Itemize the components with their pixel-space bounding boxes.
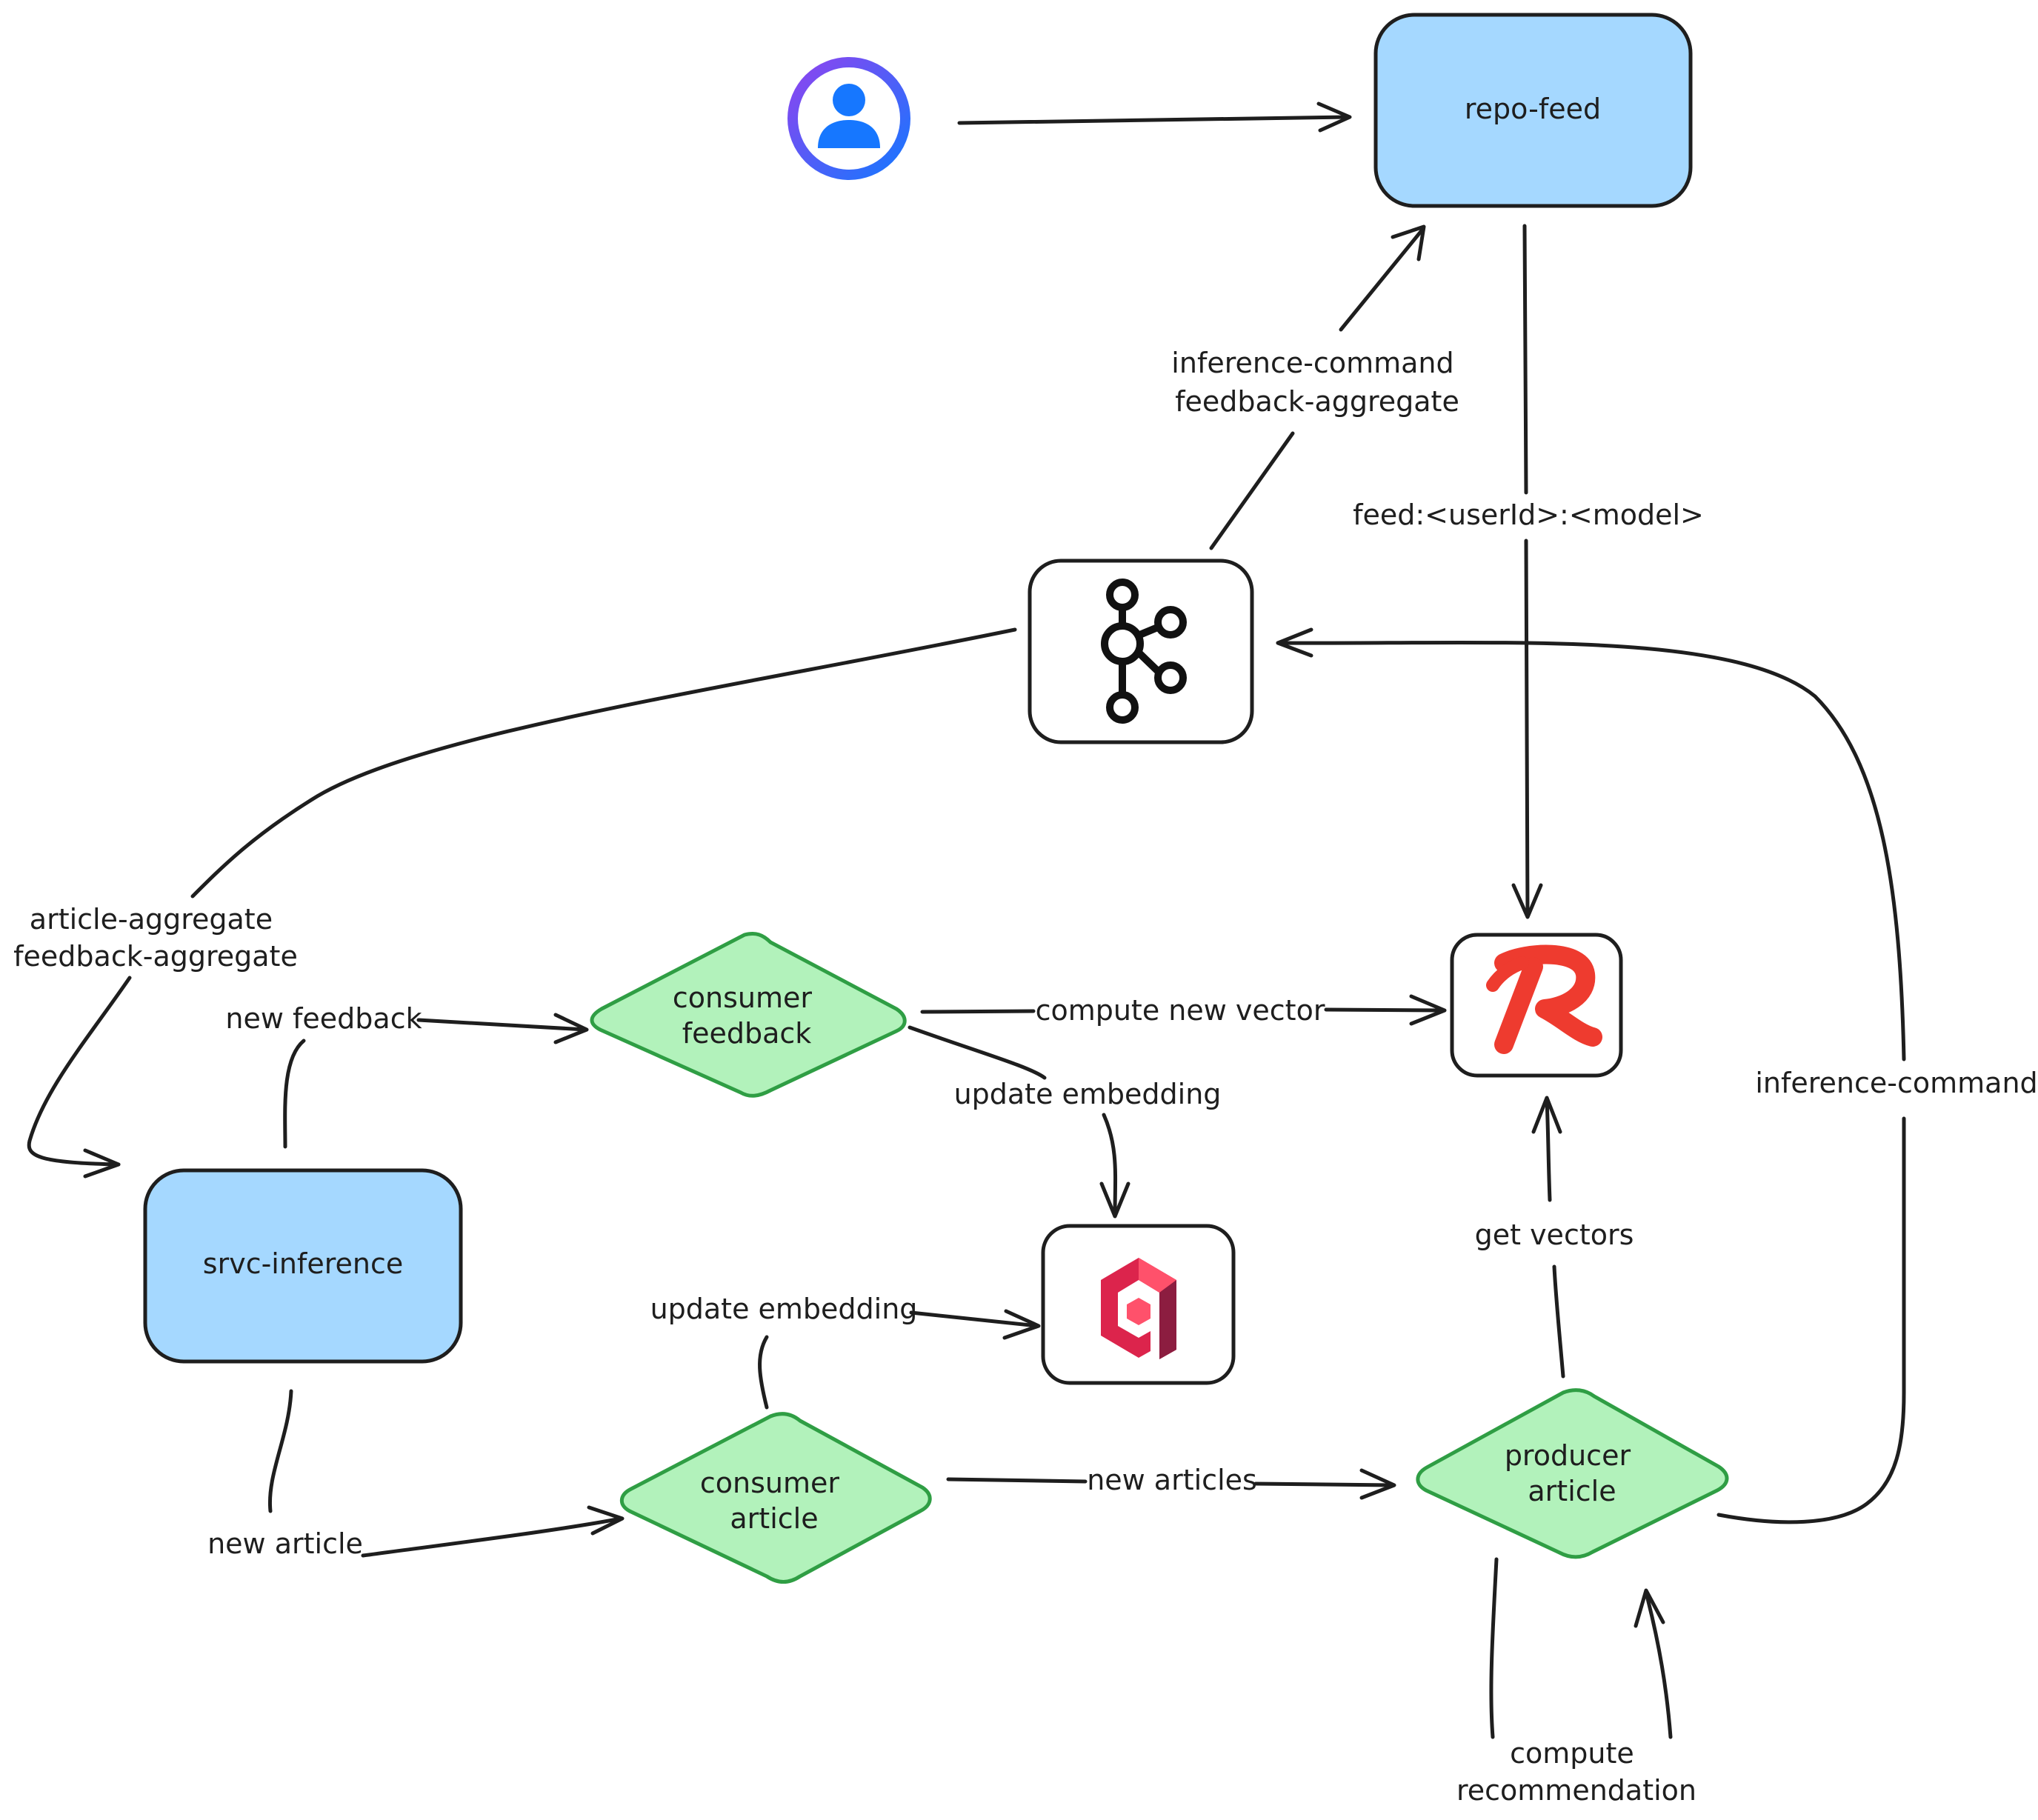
edge-user-to-repo-feed — [957, 101, 1352, 133]
consumer-article-label: consumer article — [700, 1467, 848, 1535]
user-avatar-icon — [787, 57, 910, 180]
consumer-article-node[interactable]: consumer article — [619, 1412, 932, 1584]
redis-node[interactable] — [1450, 933, 1623, 1078]
edge-label: update embedding — [650, 1293, 918, 1325]
srvc-inference-label: srvc-inference — [203, 1247, 403, 1280]
consumer-feedback-node[interactable]: consumer feedback — [590, 931, 907, 1098]
kafka-node[interactable] — [1028, 559, 1254, 744]
qdrant-node[interactable] — [1041, 1224, 1236, 1385]
repo-feed-node[interactable]: repo-feed — [1373, 13, 1693, 208]
repo-feed-label: repo-feed — [1465, 93, 1601, 125]
edge-label: inference-command feedback-aggregate — [1171, 347, 1462, 418]
edge-label: inference-command — [1755, 1067, 2037, 1099]
edge-label: update embedding — [954, 1078, 1222, 1110]
edge-kafka-to-srvc-inference: article-aggregate feedback-aggregate — [13, 627, 1017, 1179]
edge-producer-to-redis: get vectors — [1475, 1096, 1634, 1379]
producer-article-node[interactable]: producer article — [1416, 1388, 1729, 1559]
edge-label: article-aggregate feedback-aggregate — [13, 903, 298, 973]
edge-srvc-to-consumer-feedback: new feedback — [225, 1002, 589, 1149]
edge-label: compute recommendation — [1456, 1737, 1696, 1807]
edge-label: get vectors — [1475, 1219, 1634, 1251]
edge-producer-to-kafka: inference-command — [1276, 627, 2038, 1524]
producer-article-label: producer article — [1505, 1439, 1639, 1507]
edge-article-to-producer: new articles — [946, 1464, 1396, 1500]
edge-label: feed:<userId>:<model> — [1353, 499, 1704, 531]
edge-producer-compute-recommendation: compute recommendation — [1456, 1557, 1696, 1807]
qdrant-icon — [1101, 1258, 1176, 1359]
edge-article-to-qdrant: update embedding — [650, 1293, 1041, 1410]
srvc-inference-node[interactable]: srvc-inference — [143, 1168, 463, 1364]
redis-icon — [1486, 944, 1602, 1054]
edge-feedback-to-redis: compute new vector — [920, 994, 1447, 1027]
edge-label: new feedback — [225, 1002, 422, 1035]
consumer-feedback-label: consumer feedback — [673, 981, 821, 1050]
edge-kafka-to-repo-feed: inference-command feedback-aggregate — [1171, 224, 1462, 550]
edge-label: compute new vector — [1036, 994, 1325, 1027]
edge-label: new articles — [1087, 1464, 1257, 1496]
edge-label: new article — [207, 1527, 363, 1560]
kafka-icon — [1101, 579, 1187, 724]
edge-srvc-to-consumer-article: new article — [207, 1389, 625, 1560]
edge-feedback-to-qdrant: update embedding — [908, 1025, 1222, 1219]
edge-repo-feed-to-redis: feed:<userId>:<model> — [1353, 224, 1704, 919]
